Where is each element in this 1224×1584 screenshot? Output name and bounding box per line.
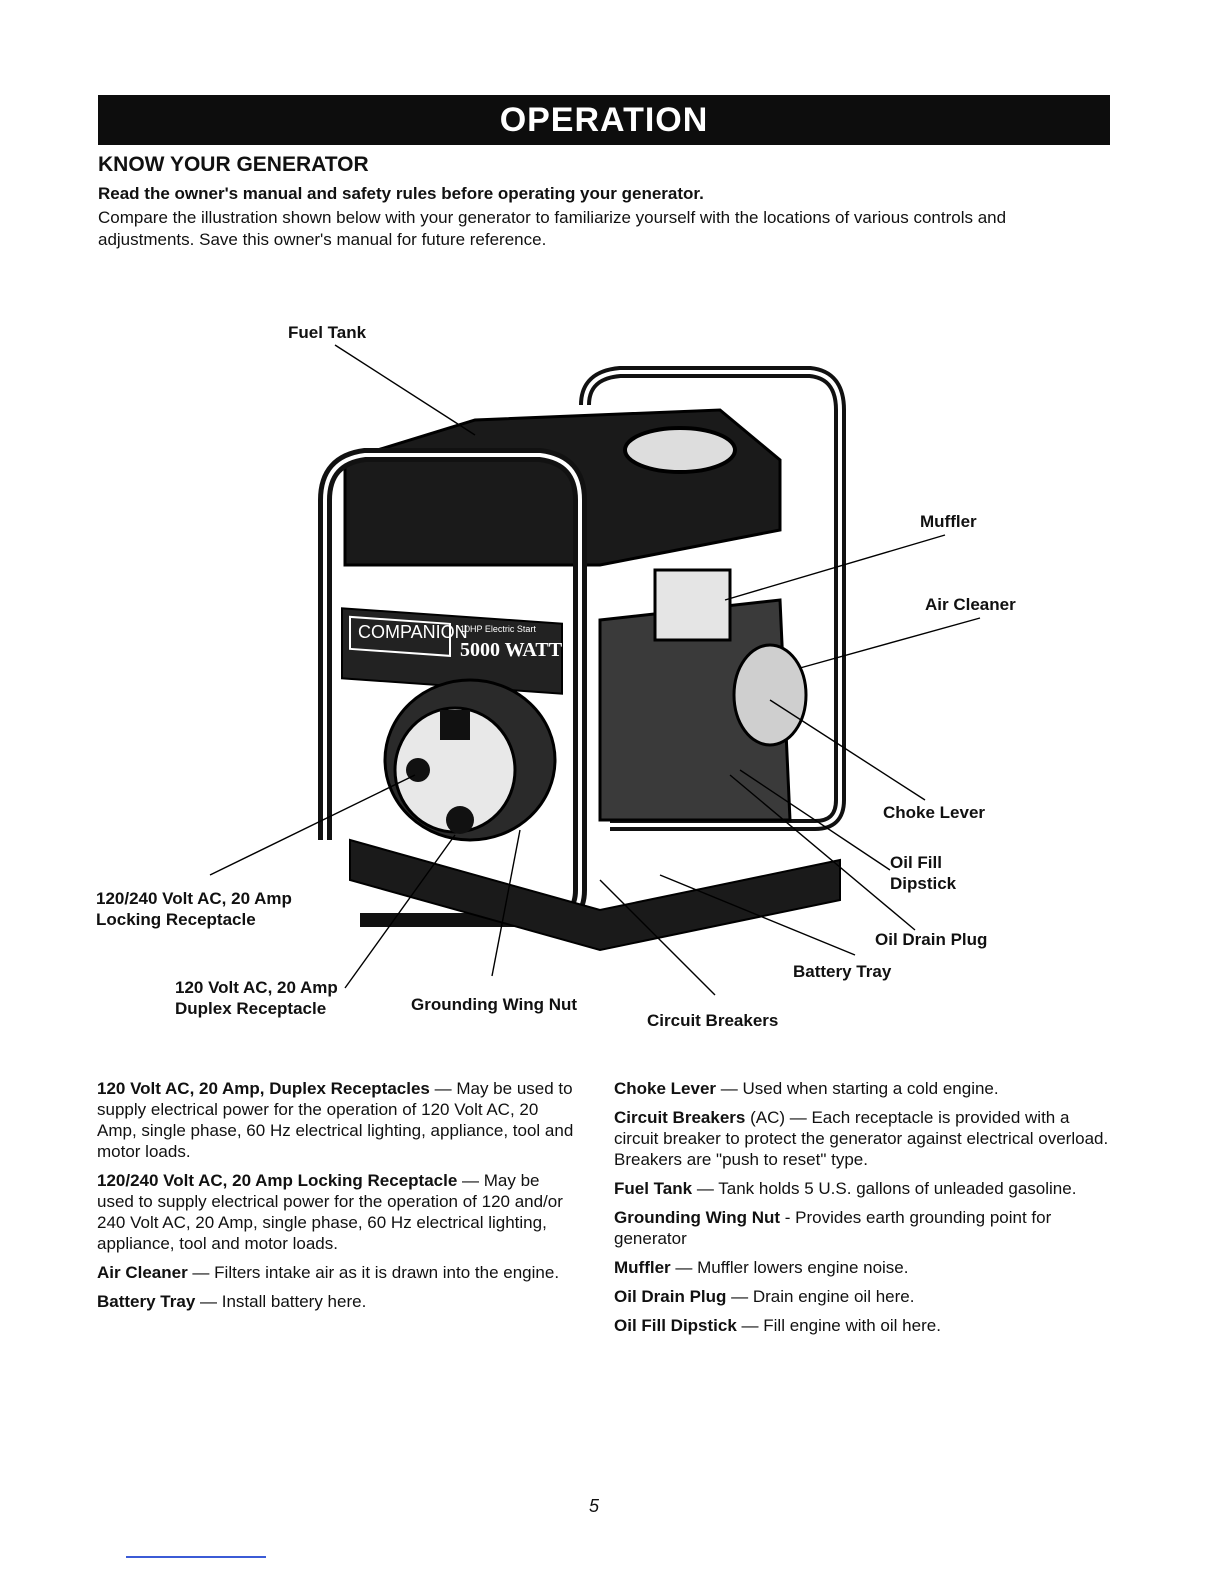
description-text: Fill engine with oil here. bbox=[763, 1316, 941, 1335]
description-text: Each receptacle is provided with a circu… bbox=[614, 1108, 1109, 1169]
badge-small-text: 10HP Electric Start bbox=[460, 624, 536, 634]
description-term: 120 Volt AC, 20 Amp, Duplex Receptacles bbox=[97, 1079, 430, 1098]
descriptions-left: 120 Volt AC, 20 Amp, Duplex Receptacles … bbox=[97, 1078, 577, 1320]
section-intro: Compare the illustration shown below wit… bbox=[98, 208, 1007, 249]
description-separator: — bbox=[195, 1292, 222, 1311]
description-entry: 120 Volt AC, 20 Amp, Duplex Receptacles … bbox=[97, 1078, 577, 1162]
description-entry: Fuel Tank — Tank holds 5 U.S. gallons of… bbox=[614, 1178, 1114, 1199]
description-entry: Muffler — Muffler lowers engine noise. bbox=[614, 1257, 1114, 1278]
muffler-shape bbox=[653, 568, 732, 642]
description-term: Circuit Breakers bbox=[614, 1108, 746, 1127]
description-term: Muffler bbox=[614, 1258, 671, 1277]
generator-diagram: COMPANION 10HP Electric Start 5000 WATT bbox=[80, 300, 1140, 1060]
description-term: Choke Lever bbox=[614, 1079, 717, 1098]
description-separator: (AC) — bbox=[745, 1108, 812, 1127]
description-entry: Choke Lever — Used when starting a cold … bbox=[614, 1078, 1114, 1099]
generator-illustration: COMPANION 10HP Electric Start 5000 WATT bbox=[209, 344, 981, 996]
description-text: May be used to supply electrical power f… bbox=[97, 1171, 563, 1253]
label-duplex-line2: Duplex Receptacle bbox=[175, 999, 327, 1018]
description-text: May be used to supply electrical power f… bbox=[97, 1079, 574, 1161]
description-separator: — bbox=[457, 1171, 484, 1190]
badge-large-text: 5000 WATT bbox=[460, 639, 563, 661]
description-separator: — bbox=[716, 1079, 743, 1098]
description-separator: - bbox=[780, 1208, 796, 1227]
label-circuit-breakers: Circuit Breakers bbox=[647, 1011, 779, 1030]
description-separator: — bbox=[187, 1263, 215, 1282]
description-term: Oil Drain Plug bbox=[614, 1287, 727, 1306]
description-separator: — bbox=[692, 1179, 719, 1198]
description-entry: Grounding Wing Nut - Provides earth grou… bbox=[614, 1207, 1114, 1249]
label-oil-fill-line1: Oil Fill bbox=[890, 853, 942, 872]
description-text: Install battery here. bbox=[221, 1292, 367, 1311]
description-entry: Oil Fill Dipstick — Fill engine with oil… bbox=[614, 1315, 1114, 1336]
label-locking-line2: Locking Receptacle bbox=[96, 910, 256, 929]
description-entry: Air Cleaner — Filters intake air as it i… bbox=[97, 1262, 577, 1283]
page-heading: OPERATION bbox=[499, 100, 709, 139]
label-locking-receptacle: 120/240 Volt AC, 20 Amp Locking Receptac… bbox=[96, 888, 292, 930]
description-entry: 120/240 Volt AC, 20 Amp Locking Receptac… bbox=[97, 1170, 577, 1254]
description-term: Oil Fill Dipstick bbox=[614, 1316, 737, 1335]
fuel-cap-shape bbox=[623, 426, 737, 474]
label-choke-lever: Choke Lever bbox=[883, 803, 986, 822]
header-banner: OPERATION bbox=[98, 95, 1110, 145]
description-term: Fuel Tank bbox=[614, 1179, 693, 1198]
label-locking-line1: 120/240 Volt AC, 20 Amp bbox=[96, 889, 292, 908]
label-muffler: Muffler bbox=[920, 512, 977, 531]
brand-text: COMPANION bbox=[358, 622, 468, 642]
duplex-receptacle-shape bbox=[446, 806, 474, 834]
description-entry: Battery Tray — Install battery here. bbox=[97, 1291, 577, 1312]
label-battery-tray: Battery Tray bbox=[793, 962, 892, 981]
description-term: Grounding Wing Nut bbox=[614, 1208, 781, 1227]
leader-lines bbox=[209, 344, 981, 996]
description-separator: — bbox=[726, 1287, 753, 1306]
label-grounding-wing-nut: Grounding Wing Nut bbox=[411, 995, 578, 1014]
section-lead: Read the owner's manual and safety rules… bbox=[98, 184, 704, 203]
description-separator: — bbox=[670, 1258, 698, 1277]
label-duplex-line1: 120 Volt AC, 20 Amp bbox=[175, 978, 338, 997]
label-air-cleaner: Air Cleaner bbox=[925, 595, 1016, 614]
description-text: Muffler lowers engine noise. bbox=[697, 1258, 909, 1277]
description-entry: Oil Drain Plug — Drain engine oil here. bbox=[614, 1286, 1114, 1307]
label-duplex-receptacle: 120 Volt AC, 20 Amp Duplex Receptacle bbox=[175, 977, 338, 1019]
description-term: 120/240 Volt AC, 20 Amp Locking Receptac… bbox=[97, 1171, 458, 1190]
description-text: Provides earth grounding point for gener… bbox=[614, 1208, 1052, 1248]
label-fuel-tank: Fuel Tank bbox=[288, 323, 367, 342]
description-separator: — bbox=[429, 1079, 457, 1098]
description-text: Filters intake air as it is drawn into t… bbox=[214, 1263, 560, 1282]
description-separator: — bbox=[736, 1316, 764, 1335]
footer-rule bbox=[126, 1556, 266, 1558]
description-term: Air Cleaner bbox=[97, 1263, 188, 1282]
descriptions-right: Choke Lever — Used when starting a cold … bbox=[614, 1078, 1114, 1344]
description-text: Used when starting a cold engine. bbox=[742, 1079, 999, 1098]
section-title: KNOW YOUR GENERATOR bbox=[98, 153, 369, 176]
page-number: 5 bbox=[589, 1496, 600, 1516]
label-oil-drain-plug: Oil Drain Plug bbox=[875, 930, 988, 949]
description-text: Drain engine oil here. bbox=[752, 1287, 915, 1306]
description-term: Battery Tray bbox=[97, 1292, 196, 1311]
base-rails bbox=[349, 838, 841, 952]
label-oil-fill-line2: Dipstick bbox=[890, 874, 957, 893]
label-oil-fill: Oil Fill Dipstick bbox=[890, 852, 956, 894]
air-cleaner-shape bbox=[732, 643, 808, 747]
description-text: Tank holds 5 U.S. gallons of unleaded ga… bbox=[718, 1179, 1077, 1198]
description-entry: Circuit Breakers (AC) — Each receptacle … bbox=[614, 1107, 1114, 1170]
